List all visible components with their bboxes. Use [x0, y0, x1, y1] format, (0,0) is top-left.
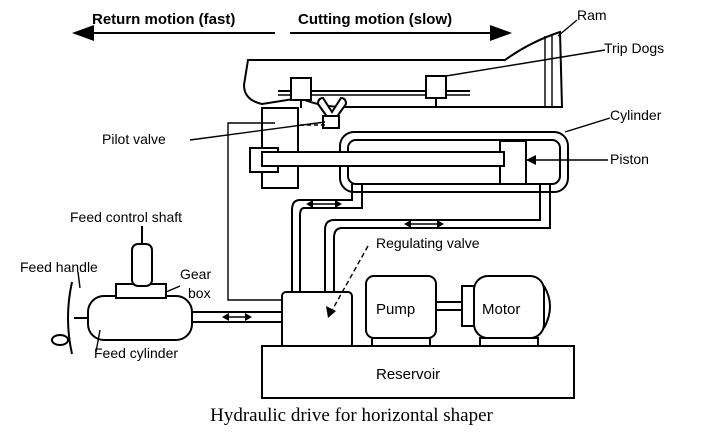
cutting-motion-label: Cutting motion (slow)	[298, 11, 452, 28]
gear-box-leader	[165, 285, 181, 293]
trip-dogs-leader	[445, 49, 606, 77]
feed-cylinder-label: Feed cylinder	[94, 345, 178, 361]
pump	[365, 275, 462, 347]
feed-handle	[51, 281, 88, 355]
diagram-caption: Hydraulic drive for horizontal shaper	[210, 405, 493, 426]
gear-label: Gear	[180, 266, 211, 282]
feed-handle-label: Feed handle	[20, 259, 98, 275]
reservoir-label: Reservoir	[376, 366, 440, 383]
return-motion-label: Return motion (fast)	[92, 11, 235, 28]
flow-arrows	[222, 200, 444, 321]
box-label: box	[188, 285, 211, 301]
ram-label: Ram	[577, 7, 607, 23]
trip-dogs-label: Trip Dogs	[604, 40, 664, 56]
regulating-valve	[281, 291, 353, 349]
regulating-valve-label: Regulating valve	[376, 235, 480, 251]
pump-label: Pump	[376, 301, 415, 318]
feed-control-shaft-label: Feed control shaft	[70, 209, 182, 225]
trip-dogs	[278, 75, 470, 108]
piston-rod	[261, 151, 505, 167]
pilot-valve-leader	[189, 121, 326, 141]
pipes	[192, 122, 551, 323]
regulating-valve-arrow	[326, 306, 336, 318]
feed-handle-leader	[77, 271, 81, 289]
feed-cylinder-leader	[95, 329, 101, 353]
piston-arrow	[526, 155, 536, 165]
cutting-motion-arrow	[290, 25, 512, 41]
pilot-valve-label: Pilot valve	[102, 131, 166, 147]
cylinder-leader	[564, 117, 611, 133]
ram-leader	[557, 19, 578, 37]
motor-label: Motor	[482, 301, 520, 318]
cylinder-label: Cylinder	[610, 107, 662, 123]
pilot-valve-housing	[249, 96, 348, 189]
regulating-valve-leader	[329, 245, 369, 315]
reservoir	[261, 345, 575, 399]
piston-label: Piston	[610, 151, 649, 167]
motor	[461, 275, 551, 347]
feed-cylinder	[87, 226, 193, 341]
return-motion-arrow	[72, 25, 275, 41]
